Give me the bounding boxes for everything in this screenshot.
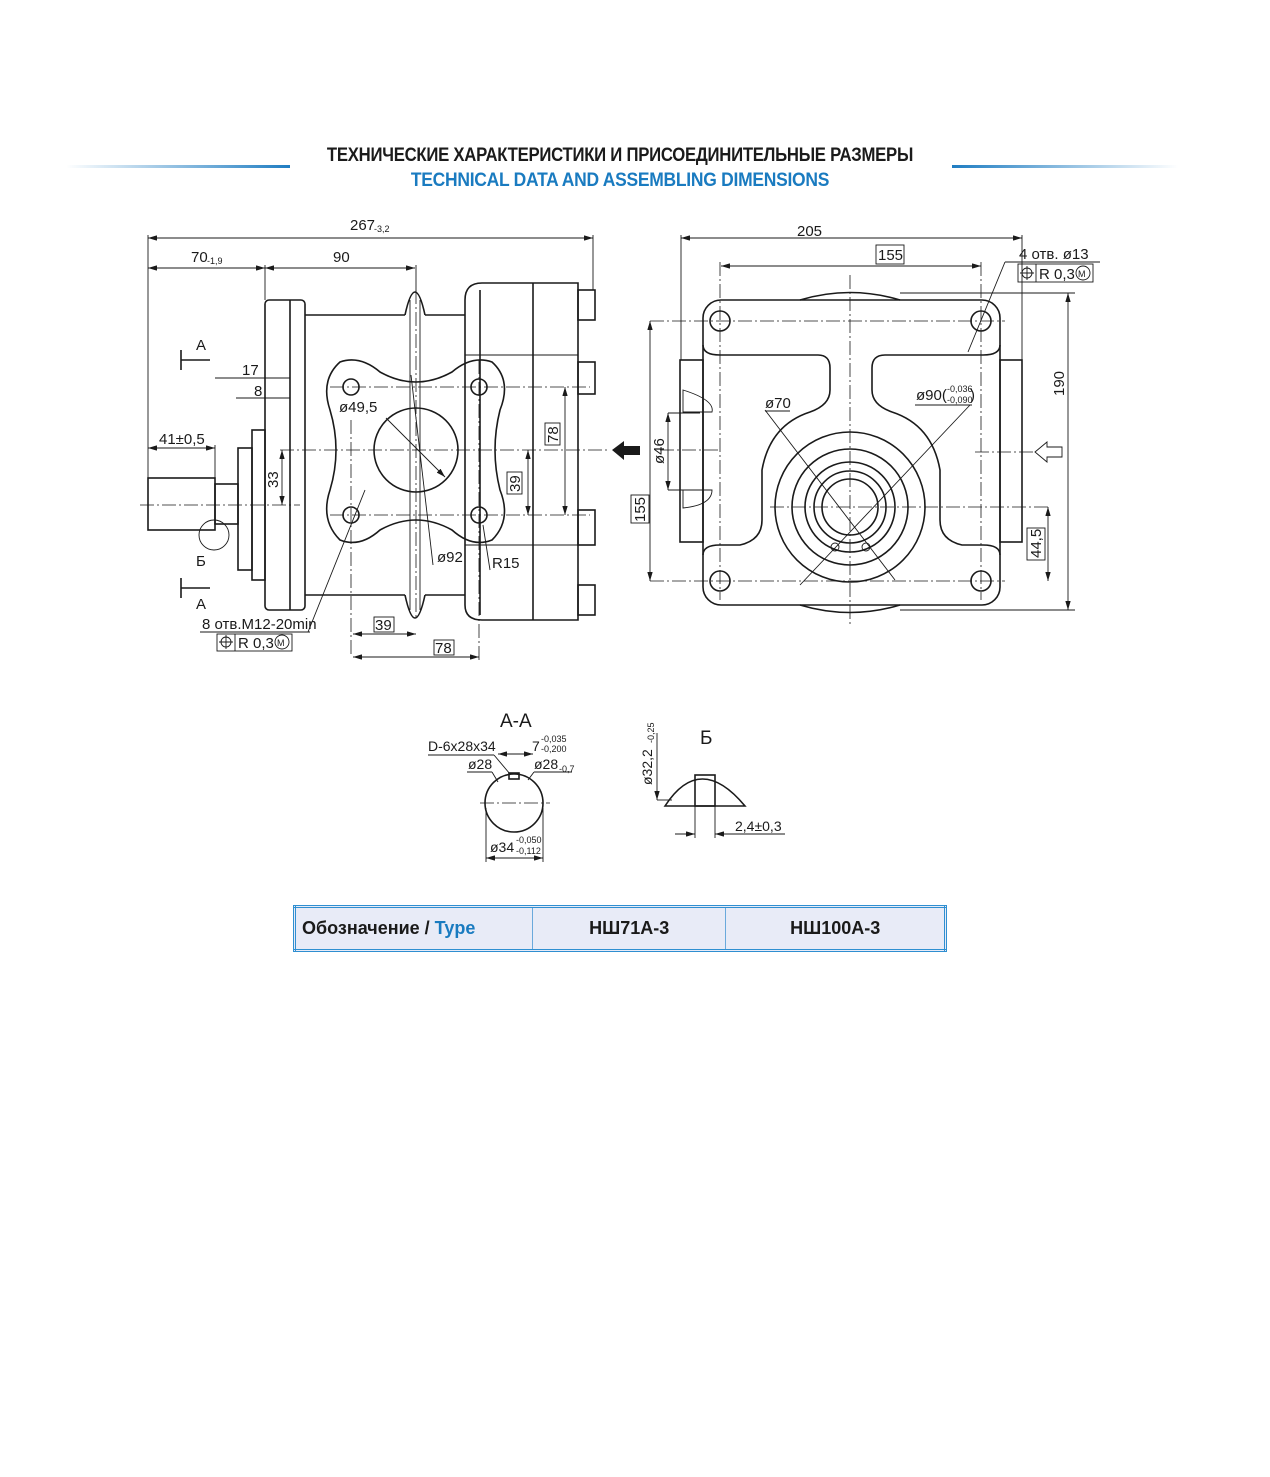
section-a-a: А-А D-6x28x34 7 -0,035 -0,200 ø28 ø28 -0…	[428, 711, 575, 862]
svg-text:-0,050: -0,050	[516, 835, 542, 845]
svg-text:R15: R15	[492, 555, 520, 572]
svg-text:R 0,3: R 0,3	[1039, 266, 1075, 283]
svg-text:-3,2: -3,2	[374, 224, 390, 234]
svg-text:ø70: ø70	[765, 395, 791, 412]
svg-text:ø28: ø28	[534, 756, 558, 772]
svg-text:ø46: ø46	[651, 438, 668, 464]
type-cell: НШ71А-3	[531, 906, 727, 951]
svg-text:41±0,5: 41±0,5	[159, 431, 205, 448]
dim-overall-length: 267	[350, 217, 375, 234]
svg-text:-0,090: -0,090	[947, 395, 973, 405]
svg-text:ø28: ø28	[468, 756, 492, 772]
svg-text:D-6x28x34: D-6x28x34	[428, 738, 496, 754]
port-flange	[325, 359, 506, 544]
svg-text:39: 39	[375, 617, 392, 634]
svg-text:-0,7: -0,7	[559, 764, 575, 774]
svg-text:90: 90	[333, 249, 350, 266]
svg-text:205: 205	[797, 223, 822, 240]
type-label-en: Type	[434, 918, 476, 938]
side-view: 267 -3,2 70 -1,9 90 17 8 41±0,5 33 ø49,5…	[140, 217, 610, 660]
svg-text:-0,112: -0,112	[516, 846, 541, 856]
detail-b: Б ø32,2 -0,25 2,4±0,3	[639, 722, 785, 838]
svg-text:ø49,5: ø49,5	[339, 399, 377, 416]
holes-note: 4 отв. ø13	[1019, 246, 1089, 263]
drive-shaft	[147, 477, 216, 531]
type-table: Обозначение / Type НШ71А-3 НШ100А-3	[293, 905, 947, 952]
pump-cover	[702, 299, 1001, 606]
detail-title: Б	[700, 728, 712, 749]
svg-text:M: M	[1078, 269, 1086, 279]
type-cell: НШ100А-3	[725, 906, 946, 951]
mounting-flange	[264, 299, 306, 611]
groove-profile	[663, 778, 747, 807]
page-title: ТЕХНИЧЕСКИЕ ХАРАКТЕРИСТИКИ И ПРИСОЕДИНИТ…	[326, 145, 914, 166]
front-view: 205 155 4 отв. ø13 R 0,3 M 190 155 ø46 4…	[612, 223, 1100, 625]
svg-text:155: 155	[632, 497, 649, 522]
svg-text:190: 190	[1051, 371, 1068, 396]
svg-text:-0,036: -0,036	[947, 384, 973, 394]
max-material-icon	[274, 634, 290, 650]
header-divider-right	[952, 165, 1178, 168]
svg-text:А: А	[196, 596, 206, 613]
detail-b-marker	[198, 519, 230, 551]
page-subtitle: TECHNICAL DATA AND ASSEMBLING DIMENSIONS	[410, 170, 830, 191]
svg-text:R 0,3: R 0,3	[238, 635, 274, 652]
svg-text:17: 17	[242, 362, 259, 379]
section-title: А-А	[500, 711, 532, 732]
bolt-head	[577, 361, 596, 395]
holes-note: 8 отв.M12-20min	[202, 616, 317, 633]
svg-text:7: 7	[532, 738, 540, 754]
svg-text:ø32,2: ø32,2	[639, 749, 655, 785]
section-a-marker	[180, 578, 210, 598]
max-material-icon	[1075, 265, 1091, 281]
bolt-head	[577, 584, 596, 616]
header-divider-left	[66, 165, 290, 168]
svg-text:А: А	[196, 337, 206, 354]
svg-text:ø92: ø92	[437, 549, 463, 566]
svg-text:-1,9: -1,9	[207, 256, 223, 266]
svg-text:155: 155	[878, 247, 903, 264]
svg-text:-0,035: -0,035	[541, 734, 567, 744]
type-header-cell: Обозначение / Type	[294, 906, 533, 951]
outlet-arrow-icon	[612, 441, 640, 460]
svg-text:ø90(: ø90(	[916, 387, 947, 404]
bolt-head	[577, 289, 596, 321]
section-a-marker	[180, 350, 210, 370]
svg-text:44,5: 44,5	[1028, 529, 1045, 558]
svg-text:39: 39	[507, 475, 524, 492]
svg-text:78: 78	[545, 426, 562, 443]
svg-text:-0,200: -0,200	[541, 744, 567, 754]
pump-body	[305, 314, 465, 596]
table-row: Обозначение / Type НШ71А-3 НШ100А-3	[294, 906, 946, 951]
svg-text:33: 33	[265, 471, 282, 488]
bolt-head	[577, 509, 596, 546]
svg-text:M: M	[277, 638, 285, 648]
svg-text:Б: Б	[196, 553, 206, 570]
inlet-arrow-icon	[1034, 441, 1063, 463]
svg-text:70: 70	[191, 249, 208, 266]
svg-text:2,4±0,3: 2,4±0,3	[735, 818, 782, 834]
type-label-ru: Обозначение /	[302, 918, 435, 938]
svg-text:ø34: ø34	[490, 839, 514, 855]
svg-text:): )	[970, 387, 975, 404]
svg-text:-0,25: -0,25	[646, 722, 656, 743]
svg-text:8: 8	[254, 383, 262, 400]
svg-text:78: 78	[435, 640, 452, 657]
